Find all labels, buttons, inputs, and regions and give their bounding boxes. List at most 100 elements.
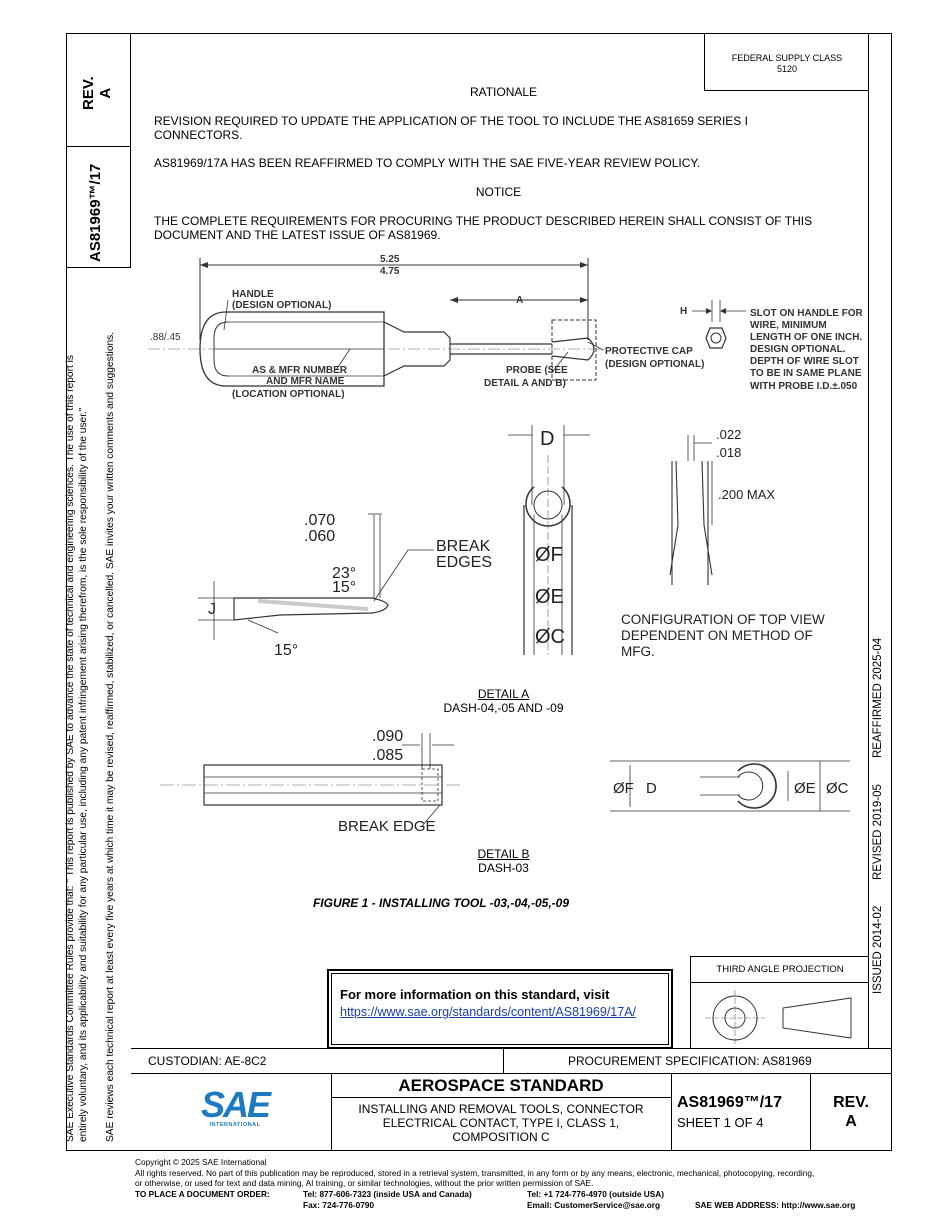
footer-tel-intl: Tel: +1 724-776-4970 (outside USA): [527, 1188, 665, 1199]
b-d: D: [646, 780, 657, 797]
handle-label-2: (DESIGN OPTIONAL): [232, 300, 331, 311]
as-mfr-2: AND MFR NAME: [266, 376, 345, 387]
third-angle-projection-box: THIRD ANGLE PROJECTION: [690, 956, 869, 1048]
document-title: INSTALLING AND REMOVAL TOOLS, CONNECTOR …: [331, 1102, 671, 1144]
footer-email[interactable]: Email: CustomerService@sae.org: [527, 1199, 661, 1210]
slot-label-3: LENGTH OF ONE INCH.: [750, 332, 862, 343]
dim-018: .018: [716, 445, 741, 460]
notice-heading: NOTICE: [475, 185, 522, 199]
fsc-value: 5120: [776, 64, 798, 74]
document-title-line3: COMPOSITION C: [452, 1130, 550, 1144]
dim-070: .070: [304, 512, 335, 529]
b-phi-c: ØC: [826, 780, 849, 797]
b-phi-f: ØF: [613, 780, 634, 797]
rationale-paragraph-2: AS81969/17A HAS BEEN REAFFIRMED TO COMPL…: [154, 156, 701, 170]
revision-block: REV. A: [810, 1093, 892, 1131]
detail-a-drawing: .070 .060 BREAK EDGES 23° 15° J 15° D ØF…: [198, 415, 828, 665]
sheet-number: SHEET 1 OF 4: [677, 1115, 764, 1130]
legal-notice: SAE Executive Standards Committee Rules …: [64, 355, 90, 1142]
sae-logo: SAE INTERNATIONAL: [195, 1084, 275, 1129]
break-edges-1: BREAK: [436, 538, 491, 555]
custodian-divider: [503, 1048, 504, 1074]
cap-label-1: PROTECTIVE CAP: [605, 346, 693, 357]
rev-value: A: [97, 87, 114, 99]
handle-outline: [199, 311, 385, 387]
title-block: [131, 1074, 892, 1151]
slot-label-6: TO BE IN SAME PLANE: [750, 368, 862, 379]
dia-label: .88/.45: [150, 332, 181, 343]
slot-label-7: WITH PROBE I.D.±.050: [750, 381, 858, 392]
sae-logo-sub: INTERNATIONAL: [209, 1122, 261, 1128]
rev-vertical: REV. A: [80, 76, 114, 110]
federal-supply-class: FEDERAL SUPPLY CLASS 5120: [704, 33, 869, 91]
cap-label-2: (DESIGN OPTIONAL): [605, 359, 704, 370]
angle-23: 23°: [332, 565, 356, 582]
standard-type: AEROSPACE STANDARD: [398, 1076, 604, 1095]
as-mfr-1: AS & MFR NUMBER: [252, 365, 348, 376]
rationale-paragraph-1: REVISION REQUIRED TO UPDATE THE APPLICAT…: [154, 114, 748, 142]
right-date-strip: [868, 33, 892, 1048]
left-id-column: [66, 33, 131, 268]
break-edges-2: EDGES: [436, 554, 492, 571]
custodian-row: [131, 1048, 892, 1074]
projection-label: THIRD ANGLE PROJECTION: [691, 957, 869, 983]
phi-f: ØF: [535, 544, 563, 566]
dim-060: .060: [304, 528, 335, 545]
b-phi-e: ØE: [794, 780, 816, 797]
phi-e: ØE: [535, 586, 564, 608]
custodian: CUSTODIAN: AE-8C2: [148, 1054, 267, 1068]
info-link[interactable]: https://www.sae.org/standards/content/AS…: [340, 1005, 637, 1019]
title-subdivider: [331, 1097, 671, 1098]
footer-web[interactable]: SAE WEB ADDRESS: http://www.sae.org: [695, 1199, 856, 1210]
dim-a: A: [516, 295, 523, 306]
review-notice: SAE reviews each technical report at lea…: [105, 331, 116, 1142]
fsc-label: FEDERAL SUPPLY CLASS: [731, 53, 843, 63]
legal-notice-line2: entirely voluntary, and its applicabilit…: [78, 407, 89, 1142]
dim-200: .200 MAX: [718, 487, 775, 502]
procurement-spec: PROCUREMENT SPECIFICATION: AS81969: [568, 1054, 812, 1068]
notice-paragraph: THE COMPLETE REQUIREMENTS FOR PROCURING …: [154, 214, 813, 242]
config-3: MFG.: [621, 644, 655, 659]
slot-label-2: WIRE, MINIMUM: [750, 320, 827, 331]
config-2: DEPENDENT ON METHOD OF: [621, 628, 813, 643]
dim-overall-bottom: 4.75: [380, 266, 400, 277]
angle-15a: 15°: [332, 579, 356, 596]
detail-a-subtitle: DASH-04,-05 AND -09: [443, 701, 564, 715]
detail-a-title: DETAIL A: [477, 687, 530, 701]
rev-label: REV.: [80, 76, 97, 110]
rev-block-value: A: [845, 1113, 857, 1130]
footer-copyright: Copyright © 2025 SAE International: [135, 1157, 267, 1167]
projection-symbol: [705, 990, 852, 1046]
detail-b-title: DETAIL B: [477, 847, 530, 861]
slot-label-5: DEPTH OF WIRE SLOT: [750, 356, 859, 367]
footer-rights-1: All rights reserved. No part of this pub…: [135, 1167, 815, 1178]
tool-overview-drawing: 5.25 4.75 A HANDLE (DESIGN OPTIONAL) .88…: [148, 250, 864, 410]
probe-label-2: DETAIL A AND B): [484, 378, 566, 389]
j-label: J: [208, 601, 216, 618]
footer-order-label: TO PLACE A DOCUMENT ORDER:: [135, 1188, 270, 1199]
info-box: For more information on this standard, v…: [331, 973, 669, 1045]
figure-caption: FIGURE 1 - INSTALLING TOOL -03,-04,-05,-…: [312, 896, 570, 910]
footer-tel-us: Tel: 877-606-7323 (inside USA and Canada…: [303, 1188, 472, 1199]
legal-notice-line1: SAE Executive Standards Committee Rules …: [65, 355, 76, 1142]
dim-overall-top: 5.25: [380, 254, 400, 265]
footer: Copyright © 2025 SAE International All r…: [135, 1157, 935, 1211]
break-edge: BREAK EDGE: [338, 818, 436, 835]
footer-rights-2: or otherwise, or used for text and data …: [135, 1178, 594, 1188]
dim-090: .090: [372, 728, 403, 745]
detail-b-subtitle: DASH-03: [478, 861, 529, 875]
doc-number: AS81969™/17: [677, 1094, 782, 1111]
sae-logo-text: SAE: [200, 1084, 271, 1125]
document-title-line1: INSTALLING AND REMOVAL TOOLS, CONNECTOR: [358, 1102, 644, 1116]
slot-label-1: SLOT ON HANDLE FOR: [750, 308, 864, 319]
as-mfr-3: (LOCATION OPTIONAL): [232, 389, 345, 400]
title-divider-1: [331, 1074, 332, 1151]
document-title-line2: ELECTRICAL CONTACT, TYPE I, CLASS 1,: [382, 1116, 620, 1130]
h-label: H: [680, 306, 687, 317]
phi-c: ØC: [535, 626, 565, 648]
config-1: CONFIGURATION OF TOP VIEW: [621, 612, 825, 627]
title-divider-3: [810, 1074, 811, 1151]
info-heading: For more information on this standard, v…: [340, 987, 610, 1002]
left-id-divider: [66, 146, 131, 147]
rev-block-label: REV.: [833, 1094, 869, 1111]
